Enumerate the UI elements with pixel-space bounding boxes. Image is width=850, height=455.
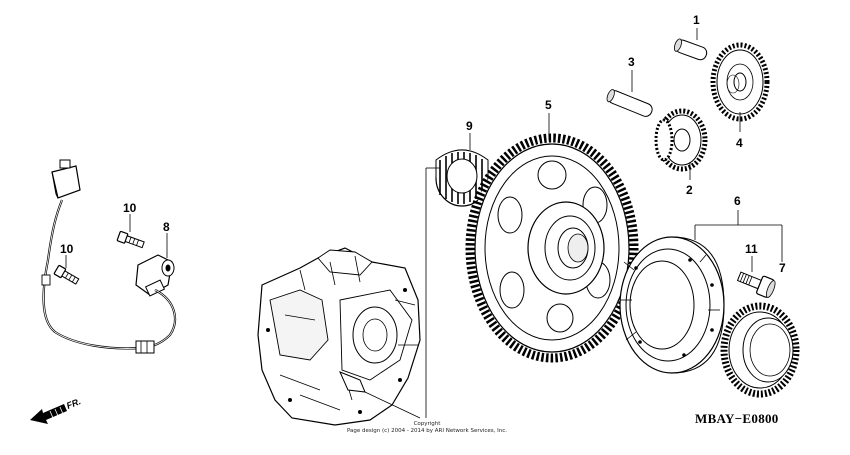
callout-9: 9 (466, 119, 473, 133)
engine-crankcase (257, 247, 421, 426)
callout-1: 1 (693, 13, 700, 27)
callout-4: 4 (736, 136, 743, 150)
copyright-line-1: Copyright (414, 421, 442, 427)
callout-3: 3 (628, 55, 635, 69)
gear-part-4[interactable] (710, 42, 770, 122)
bolt-part-10-upper[interactable] (116, 230, 145, 249)
diagram-code: MBAY−E0800 (695, 411, 779, 426)
callout-2: 2 (686, 183, 693, 197)
needle-bearing-part-9[interactable] (435, 149, 489, 207)
callout-10-lower: 10 (60, 242, 74, 256)
callout-5: 5 (545, 98, 552, 112)
starter-clutch-outer-part-6[interactable] (619, 236, 725, 374)
callout-7: 7 (779, 261, 786, 275)
front-arrow-icon (30, 404, 67, 424)
front-label: FR. (65, 396, 82, 411)
callout-11: 11 (745, 242, 758, 256)
gear-part-2[interactable] (654, 108, 708, 172)
bolt-part-11[interactable] (736, 267, 777, 298)
pulse-generator-part-8[interactable] (41, 159, 177, 354)
pin-part-3[interactable] (605, 89, 653, 119)
callout-6: 6 (734, 194, 741, 208)
bolt-part-10-lower[interactable] (53, 264, 80, 286)
pin-part-1[interactable] (673, 38, 708, 62)
copyright-line-2: Page design (c) 2004 - 2014 by ARI Netwo… (347, 428, 507, 434)
starter-driven-gear-part-5[interactable] (465, 133, 639, 363)
callout-10-upper: 10 (123, 201, 137, 215)
callout-8: 8 (163, 220, 170, 234)
one-way-clutch-part-7[interactable] (720, 302, 800, 398)
